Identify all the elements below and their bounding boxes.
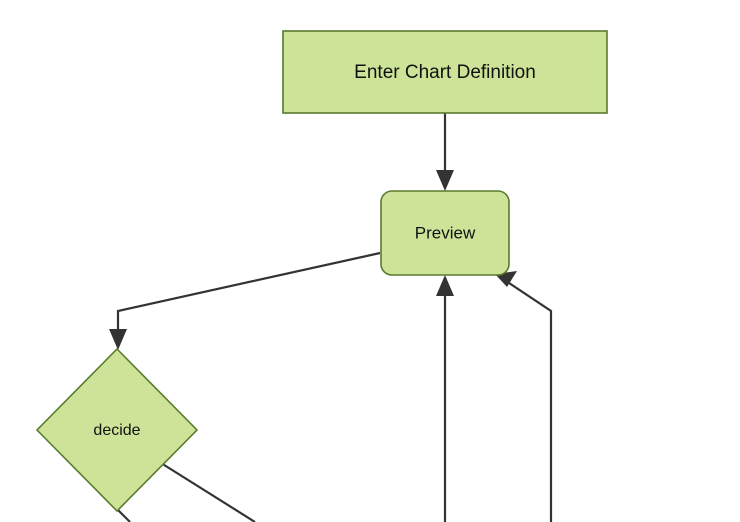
node-shape-rectangle[interactable] <box>282 30 608 114</box>
arrowhead-down-icon <box>436 170 454 191</box>
node-preview[interactable]: Preview <box>380 190 510 276</box>
node-label-preview: Preview <box>415 223 476 242</box>
arrowhead-down-icon <box>109 329 127 350</box>
arrowhead-up-icon <box>436 275 454 296</box>
node-shape-rounded-rectangle[interactable] <box>380 190 510 276</box>
edge-decide-branch-right <box>160 462 256 522</box>
edge-enter-to-preview <box>436 113 454 191</box>
node-shape-diamond[interactable] <box>35 347 199 513</box>
edge-preview-to-decide <box>109 251 381 350</box>
node-enter-chart-definition[interactable]: Enter Chart Definition <box>282 30 608 114</box>
node-decide[interactable]: decide <box>35 347 199 513</box>
edge-return-right-to-preview <box>495 271 553 522</box>
node-label-enter-chart-definition: Enter Chart Definition <box>354 62 536 83</box>
edge-line <box>160 462 256 522</box>
edge-line <box>505 280 553 522</box>
edge-return-center-to-preview <box>436 275 454 522</box>
edge-line <box>116 251 381 337</box>
node-label-decide: decide <box>93 422 140 439</box>
